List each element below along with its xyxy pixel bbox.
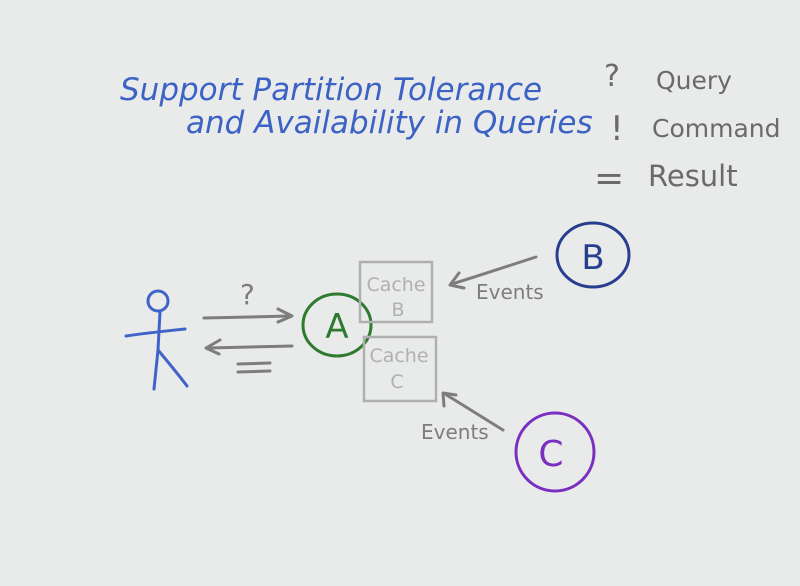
node-b-circle [555,221,631,289]
events-label-b: Events [476,280,544,304]
cache-b-line-1: Cache [366,274,425,296]
response-arrow [204,338,294,356]
legend-query-symbol: ? [604,59,620,94]
user-arms [124,327,187,338]
node-a: A [301,292,373,358]
query-mark: ? [240,278,255,311]
user-stick-figure-icon [124,289,189,391]
cache-b-line-2: B [391,299,404,321]
node-b-label: B [581,238,604,278]
legend-command-symbol: ! [610,109,624,149]
cache-b-box [358,260,434,324]
cache-c-line-1: Cache [369,345,428,367]
user-right-leg [156,348,189,388]
user-left-leg [152,348,160,391]
title: Support Partition Tolerance and Availabi… [120,72,593,141]
node-c: C [514,411,596,493]
request-arrow [202,307,294,324]
node-c-circle [514,411,596,493]
title-line-1: Support Partition Tolerance [120,72,542,108]
cache-c: Cache C [362,335,438,403]
node-a-label: A [325,307,348,347]
node-b: B [555,221,631,289]
user-head [146,289,170,313]
legend-query-label: Query [656,66,732,95]
result-mark [236,361,272,374]
title-line-2: and Availability in Queries [186,105,593,141]
cache-c-box [362,335,438,403]
events-arrow-c [441,391,505,432]
events-label-c: Events [421,420,489,444]
cache-b: Cache B [358,260,434,324]
node-a-circle [301,292,373,358]
legend: ? Query ! Command = Result [594,59,781,199]
legend-result-label: Result [648,159,738,193]
node-c-label: C [538,434,563,475]
legend-command-label: Command [652,114,781,143]
legend-result-symbol: = [594,158,624,199]
events-arrow-b [448,255,538,290]
cache-c-line-2: C [390,371,403,393]
